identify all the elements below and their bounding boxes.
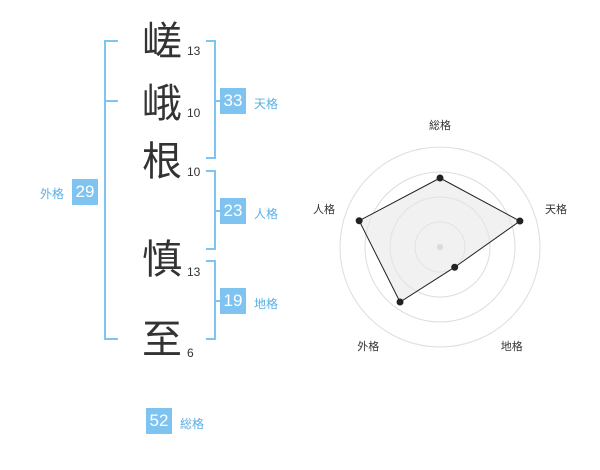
chikaku-label: 地格 bbox=[254, 297, 279, 311]
radar-point-2 bbox=[451, 263, 459, 271]
name-char-2: 峨 bbox=[142, 81, 182, 127]
jinkaku-badge: 23 bbox=[220, 198, 246, 224]
radar-polygon bbox=[358, 177, 521, 303]
soukaku-badge: 52 bbox=[146, 408, 172, 434]
radar-ring bbox=[364, 171, 516, 323]
tenkaku-connector bbox=[215, 100, 222, 102]
radar-point-0 bbox=[436, 174, 444, 182]
stroke-count-5: 6 bbox=[187, 346, 194, 360]
tenkaku-label: 天格 bbox=[254, 97, 279, 111]
radar-axis-label: 地格 bbox=[500, 339, 523, 353]
gaikaku-label: 外格 bbox=[40, 187, 65, 201]
name-char-5: 至 bbox=[142, 317, 182, 363]
radar-axis-label: 天格 bbox=[545, 203, 568, 217]
name-char-1: 嵯 bbox=[142, 19, 182, 65]
chikaku-badge: 19 bbox=[220, 288, 246, 314]
radar-axis-label: 外格 bbox=[357, 339, 380, 353]
radar-axis-label: 総格 bbox=[429, 119, 451, 132]
gaikaku-bracket-top bbox=[104, 40, 118, 42]
name-char-3: 根 bbox=[142, 139, 182, 185]
gaikaku-bracket bbox=[104, 40, 106, 340]
chikaku-connector bbox=[215, 300, 222, 302]
gaikaku-bracket-mid bbox=[104, 100, 118, 102]
radar-series bbox=[355, 174, 524, 306]
chikaku-bracket-top bbox=[206, 260, 216, 262]
gaikaku-bracket-bottom bbox=[104, 338, 118, 340]
stroke-count-3: 10 bbox=[187, 165, 201, 179]
jinkaku-label: 人格 bbox=[254, 207, 279, 221]
radar-point-3 bbox=[396, 298, 404, 306]
radar-point-1 bbox=[516, 217, 524, 225]
jinkaku-bracket-top bbox=[206, 170, 216, 172]
stroke-count-4: 13 bbox=[187, 265, 201, 279]
stroke-count-2: 10 bbox=[187, 106, 201, 120]
gaikaku-badge: 29 bbox=[72, 179, 98, 205]
radar-point-4 bbox=[355, 217, 363, 225]
soukaku-label: 総格 bbox=[180, 417, 205, 431]
tenkaku-bracket bbox=[214, 40, 216, 159]
tenkaku-bracket-bottom bbox=[206, 157, 216, 159]
stroke-count-1: 13 bbox=[187, 44, 201, 58]
chikaku-bracket-bottom bbox=[206, 338, 216, 340]
jinkaku-connector bbox=[215, 210, 222, 212]
radar-axis-label: 人格 bbox=[312, 203, 335, 217]
jinkaku-bracket-bottom bbox=[206, 248, 216, 250]
tenkaku-bracket-top bbox=[206, 40, 216, 42]
tenkaku-badge: 33 bbox=[220, 88, 246, 114]
name-char-4: 慎 bbox=[142, 237, 182, 283]
